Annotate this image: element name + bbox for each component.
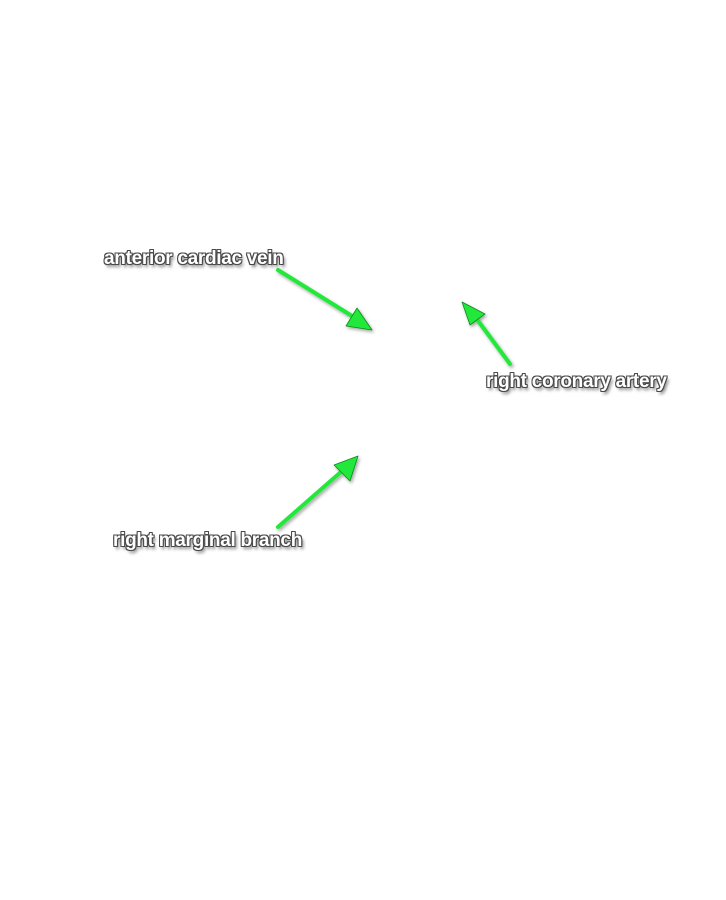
arrow-right-coronary-artery	[461, 301, 512, 366]
arrow-right-marginal-branch	[276, 455, 359, 529]
label-right-marginal-branch: right marginal branch	[113, 530, 303, 551]
label-anterior-cardiac-vein: anterior cardiac vein	[104, 248, 284, 269]
arrow-anterior-cardiac-vein	[276, 268, 373, 331]
label-right-coronary-artery: right coronary artery	[486, 371, 667, 392]
